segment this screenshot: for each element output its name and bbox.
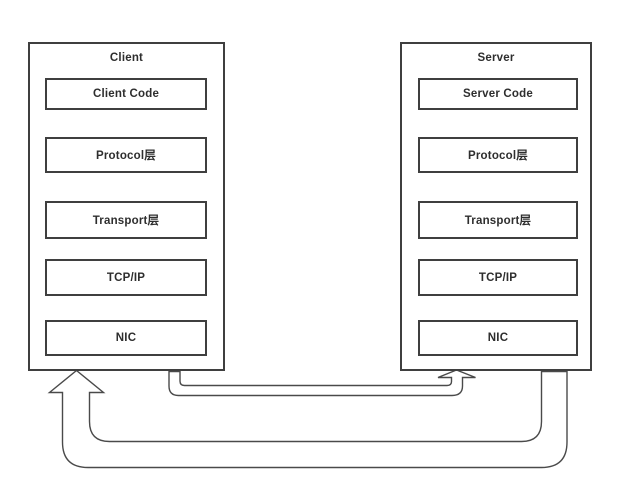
client-layer-code: Client Code xyxy=(45,78,207,110)
server-layer-transport-label: Transport层 xyxy=(464,215,532,227)
server-box: Server Server Code Protocol层 Transport层 … xyxy=(400,42,592,371)
client-layer-nic-label: NIC xyxy=(115,332,137,344)
server-layer-tcpip-label: TCP/IP xyxy=(478,271,518,284)
client-layer-protocol: Protocol层 xyxy=(45,137,207,173)
client-layer-tcpip-label: TCP/IP xyxy=(106,271,146,284)
client-to-server-arrow xyxy=(168,369,476,397)
client-title: Client xyxy=(109,52,144,64)
client-layer-tcpip: TCP/IP xyxy=(45,259,207,296)
server-layer-transport: Transport层 xyxy=(418,201,578,239)
server-to-client-arrow xyxy=(47,369,568,469)
server-title: Server xyxy=(477,52,515,64)
client-layer-protocol-label: Protocol层 xyxy=(96,150,156,162)
server-layer-protocol-label: Protocol层 xyxy=(468,150,528,162)
server-layer-code: Server Code xyxy=(418,78,578,110)
server-layer-nic: NIC xyxy=(418,320,578,356)
server-layer-code-label: Server Code xyxy=(463,88,533,100)
client-layer-transport-label: Transport层 xyxy=(92,215,160,227)
server-layer-nic-label: NIC xyxy=(487,332,509,344)
client-box: Client Client Code Protocol层 Transport层 … xyxy=(28,42,225,371)
server-layer-tcpip: TCP/IP xyxy=(418,259,578,296)
client-layer-transport: Transport层 xyxy=(45,201,207,239)
server-layer-protocol: Protocol层 xyxy=(418,137,578,173)
client-layer-code-label: Client Code xyxy=(92,88,160,100)
client-layer-nic: NIC xyxy=(45,320,207,356)
